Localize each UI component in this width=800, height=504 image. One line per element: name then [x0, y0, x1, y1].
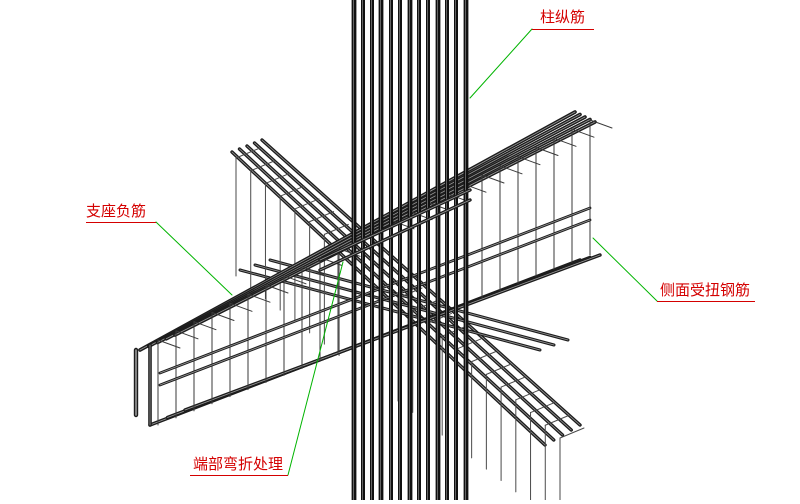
label-underline	[86, 222, 156, 223]
leader-column-bars	[469, 28, 533, 99]
main-stirrup-top	[157, 339, 181, 349]
main-top-bar-front-highlight	[319, 199, 471, 271]
side-torsion-bar-highlight	[159, 219, 591, 386]
label-underline	[532, 29, 594, 30]
transverse-stirrup-top	[500, 376, 526, 388]
transverse-stirrup-top	[471, 351, 497, 363]
transverse-stirrup-top	[456, 338, 482, 350]
transverse-stirrup-top	[530, 402, 556, 414]
leader-side-torsion	[592, 237, 658, 302]
main-top-bar-front-highlight	[319, 189, 471, 261]
label-column-longitudinal-bars: 柱纵筋	[540, 8, 586, 26]
transverse-stirrup-top	[412, 300, 438, 312]
label-end-bend-treatment: 端部弯折处理	[193, 455, 284, 473]
transverse-stirrup-top	[323, 223, 349, 235]
transverse-stirrup-top	[294, 198, 320, 210]
column-longitudinal-bars	[318, 0, 472, 503]
label-side-torsion-bars: 侧面受扭钢筋	[660, 281, 751, 299]
side-torsion-bar-highlight	[159, 207, 591, 374]
main-stirrup-top	[589, 119, 613, 129]
label-support-negative-bars: 支座负筋	[86, 202, 147, 220]
label-underline	[190, 475, 288, 476]
label-underline	[657, 301, 755, 302]
transverse-stirrup-top	[485, 363, 511, 375]
leader-lines	[155, 28, 658, 476]
leader-end-bend	[287, 261, 344, 476]
leader-support-negative	[155, 221, 233, 296]
transverse-stirrup-top	[264, 172, 290, 184]
transverse-stirrup-top	[559, 427, 585, 439]
transverse-stirrup-top	[279, 185, 305, 197]
transverse-bottom-bar-highlight	[254, 264, 555, 346]
transverse-stirrup-top	[544, 414, 570, 426]
transverse-stirrup-top	[235, 147, 261, 159]
transverse-stirrup-top	[250, 160, 276, 172]
transverse-stirrup-top	[309, 211, 335, 223]
transverse-stirrup-top	[515, 389, 541, 401]
